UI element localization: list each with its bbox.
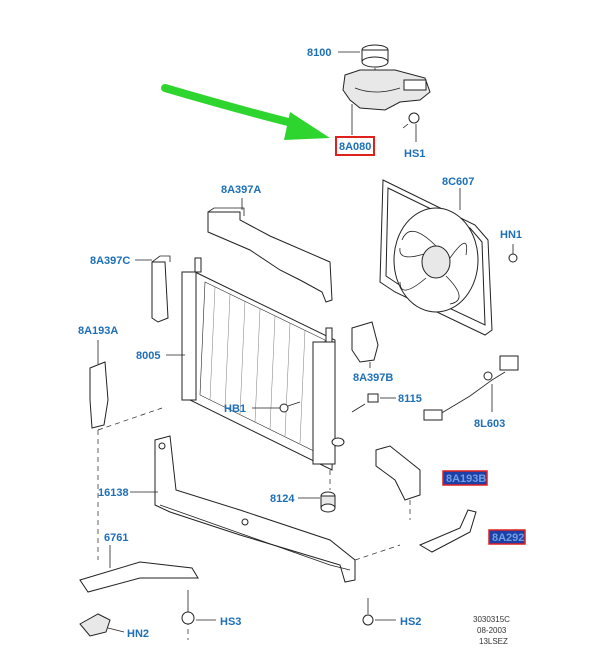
footer-line-3: 13LSEZ bbox=[479, 637, 508, 646]
label-hs1: HS1 bbox=[404, 148, 425, 160]
label-8115: 8115 bbox=[398, 393, 422, 405]
deflector-8a193b[interactable] bbox=[375, 445, 421, 501]
deflector-8a193a[interactable] bbox=[89, 340, 109, 429]
green-arrow-icon bbox=[161, 84, 330, 140]
footer-line-2: 08-2003 bbox=[477, 626, 507, 635]
coolant-reservoir[interactable] bbox=[342, 69, 431, 135]
cooling-fan-assembly[interactable] bbox=[379, 179, 493, 336]
label-hs2: HS2 bbox=[400, 616, 421, 628]
label-8a292: 8A292 bbox=[492, 532, 524, 544]
label-8a397b: 8A397B bbox=[353, 372, 393, 384]
label-hs3: HS3 bbox=[220, 616, 241, 628]
footer-line-1: 3030315C bbox=[473, 615, 510, 624]
highlight-box-8a292 bbox=[488, 529, 526, 545]
label-8l603: 8L603 bbox=[474, 418, 505, 430]
highlight-box-8a080 bbox=[335, 136, 375, 156]
bracket-8a397c[interactable] bbox=[135, 255, 171, 323]
label-hb1: HB1 bbox=[224, 403, 246, 415]
nut-hn1[interactable] bbox=[508, 244, 518, 263]
radiator-support[interactable] bbox=[130, 435, 356, 583]
bolt-hb1[interactable] bbox=[252, 401, 301, 413]
label-8a397c: 8A397C bbox=[90, 255, 130, 267]
label-hn1: HN1 bbox=[500, 229, 522, 241]
label-8a193b: 8A193B bbox=[446, 473, 486, 485]
label-16138: 16138 bbox=[98, 487, 129, 499]
radiator[interactable] bbox=[166, 257, 345, 471]
guide-lines bbox=[97, 407, 411, 640]
bracket-8a397b[interactable] bbox=[351, 321, 379, 368]
wiring-harness[interactable] bbox=[423, 355, 519, 421]
reservoir-cap[interactable] bbox=[361, 44, 389, 82]
label-8a397a: 8A397A bbox=[221, 184, 261, 196]
label-8a193a: 8A193A bbox=[78, 325, 118, 337]
screw-hs1[interactable] bbox=[402, 112, 420, 142]
deflector-8a397a[interactable] bbox=[207, 198, 333, 303]
highlight-box-8a193b bbox=[442, 470, 488, 486]
label-8124: 8124 bbox=[270, 493, 295, 505]
label-8a080: 8A080 bbox=[339, 141, 371, 153]
radiator-mount[interactable] bbox=[298, 491, 336, 513]
bracket-8a292[interactable] bbox=[418, 509, 477, 553]
nut-hn2[interactable] bbox=[79, 613, 125, 637]
label-6761: 6761 bbox=[104, 532, 128, 544]
label-8c607: 8C607 bbox=[442, 176, 474, 188]
screw-hs3[interactable] bbox=[181, 590, 216, 625]
label-hn2: HN2 bbox=[127, 628, 149, 640]
bracket-6761[interactable] bbox=[79, 545, 199, 593]
label-8005: 8005 bbox=[136, 350, 160, 362]
label-8100: 8100 bbox=[307, 47, 331, 59]
screw-hs2[interactable] bbox=[362, 598, 396, 626]
coolant-sensor[interactable] bbox=[351, 393, 396, 413]
